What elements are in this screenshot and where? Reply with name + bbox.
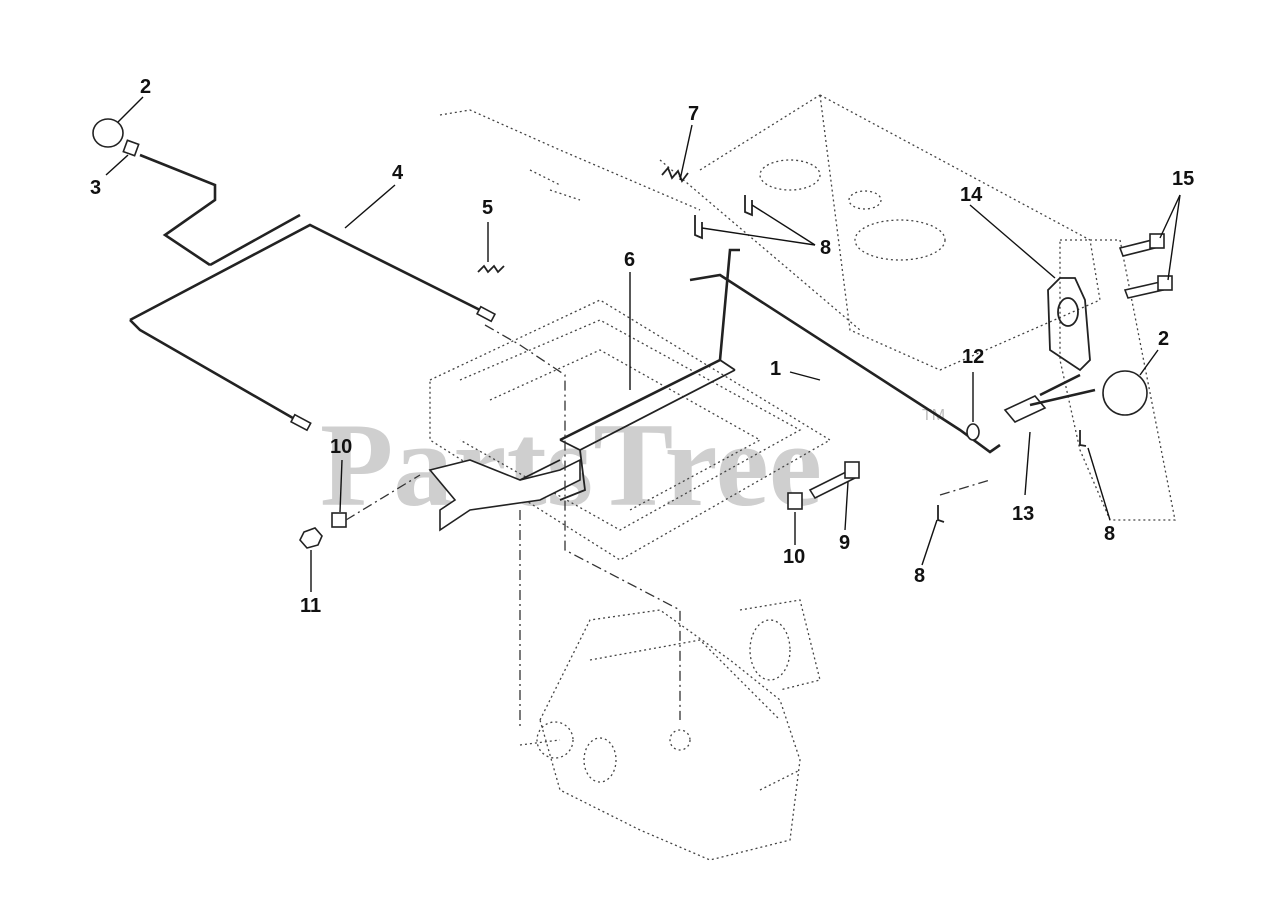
callout-1: 1 bbox=[770, 358, 781, 380]
leader-lines bbox=[105, 96, 1181, 592]
callout-6: 6 bbox=[624, 249, 635, 271]
shift-lever bbox=[966, 370, 1148, 441]
spring-7 bbox=[661, 166, 689, 183]
rod-1 bbox=[689, 273, 1001, 454]
callout-9: 9 bbox=[839, 532, 850, 554]
callouts: 2 3 4 5 6 7 8 1 14 15 2 12 13 8 8 9 10 1… bbox=[90, 76, 1194, 617]
callout-11: 11 bbox=[300, 595, 321, 617]
fork-lever bbox=[428, 458, 581, 532]
spring-5 bbox=[477, 264, 505, 274]
alignment-lines bbox=[484, 324, 991, 730]
callout-10-right: 10 bbox=[783, 546, 805, 568]
parking-rod bbox=[129, 153, 497, 432]
callout-15: 15 bbox=[1172, 168, 1194, 190]
transmission bbox=[519, 599, 821, 861]
bracket-6 bbox=[559, 248, 740, 501]
callout-2-knob-right: 2 bbox=[1158, 328, 1169, 350]
hardware-right bbox=[787, 461, 860, 510]
callout-3: 3 bbox=[90, 177, 101, 199]
callout-8-top: 8 bbox=[820, 237, 831, 259]
watermark-trademark: TM bbox=[922, 407, 945, 424]
callout-13: 13 bbox=[1012, 503, 1034, 525]
callout-2-knob-left: 2 bbox=[140, 76, 151, 98]
chassis-frame bbox=[429, 94, 1101, 561]
callout-5: 5 bbox=[482, 197, 493, 219]
callout-8-right: 8 bbox=[1104, 523, 1115, 545]
callout-14: 14 bbox=[960, 184, 983, 206]
hardware-left bbox=[299, 474, 421, 549]
clips-8 bbox=[694, 195, 1087, 523]
callout-4: 4 bbox=[392, 162, 404, 184]
callout-8-bottom: 8 bbox=[914, 565, 925, 587]
callout-10-left: 10 bbox=[330, 436, 352, 458]
bolts-15 bbox=[1118, 233, 1173, 299]
callout-7: 7 bbox=[688, 103, 699, 125]
knob-top-left bbox=[92, 118, 140, 157]
callout-12: 12 bbox=[962, 346, 984, 368]
